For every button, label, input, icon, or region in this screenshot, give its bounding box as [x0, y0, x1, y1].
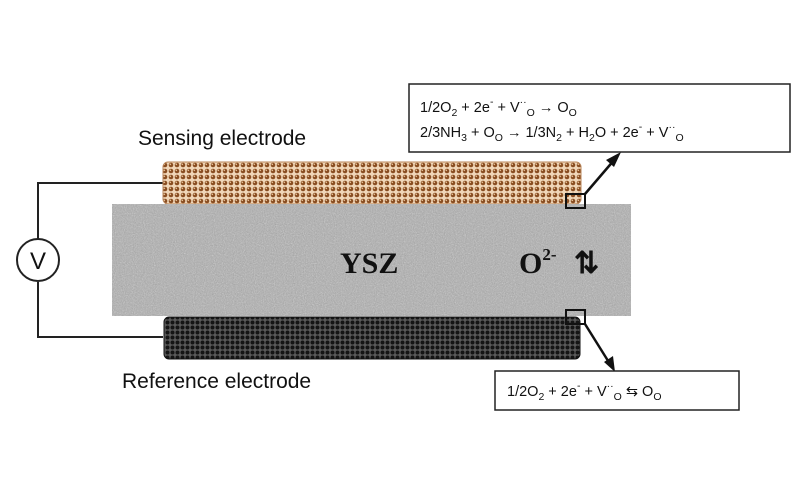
reference-reactions: 1/2O2 + 2e- + V··O ⇆ OO: [507, 380, 661, 403]
ion-migration-arrows: ⇅: [574, 247, 599, 280]
ion-base: O: [519, 247, 542, 280]
equation-part: ⇆ O: [622, 384, 654, 400]
equation-part: O: [653, 391, 661, 403]
equation-part: + 2e: [457, 100, 490, 116]
equation-part: O + 2e: [595, 125, 639, 141]
equation-part: + V: [493, 100, 520, 116]
sensing-reactions: 1/2O2 + 2e- + V··O → OO2/3NH3 + OO → 1/3…: [420, 96, 684, 144]
electrolyte-label: YSZ: [340, 247, 398, 280]
equation-part: O: [495, 132, 503, 144]
sensing-electrode: [162, 161, 582, 205]
reference-reaction-1: 1/2O2 + 2e- + V··O ⇆ OO: [507, 380, 661, 403]
equation-part: 2: [589, 132, 595, 144]
equation-part: ··: [520, 96, 527, 108]
reference-callout-arrowhead: [604, 356, 615, 372]
equation-part: + O: [467, 125, 495, 141]
circuit-wires: [37, 182, 163, 338]
equation-part: → O: [535, 100, 569, 116]
equation-part: + V: [642, 125, 669, 141]
sensing-interface-marker: [565, 193, 586, 209]
equation-part: O: [569, 107, 577, 119]
equation-part: 1/2O: [507, 384, 538, 400]
equation-part: + 2e: [544, 384, 577, 400]
callout-arrows: [583, 152, 621, 372]
equation-part: 3: [461, 132, 467, 144]
sensing-reaction-2: 2/3NH3 + OO → 1/3N2 + H2O + 2e- + V··O: [420, 121, 684, 144]
equation-part: → 1/3N: [503, 125, 556, 141]
equation-part: + H: [562, 125, 589, 141]
sensing-reaction-1: 1/2O2 + 2e- + V··O → OO: [420, 96, 577, 119]
reference-electrode-label: Reference electrode: [122, 370, 311, 393]
equation-part: 2: [538, 391, 544, 403]
ysz-electrolyte: [112, 204, 631, 316]
equation-part: 1/2O: [420, 100, 451, 116]
equation-part: O: [675, 132, 683, 144]
sensing-reaction-box: [408, 83, 791, 153]
equation-part: ··: [607, 380, 614, 392]
equation-part: -: [490, 96, 494, 108]
equation-part: 2: [556, 132, 562, 144]
sensing-callout-arrowhead: [606, 152, 621, 167]
svg-text:O2-: O2-: [519, 245, 557, 280]
equation-part: ··: [668, 121, 675, 133]
sensing-callout-arrow: [584, 158, 616, 195]
equation-part: 2: [451, 107, 457, 119]
equation-part: -: [639, 121, 643, 133]
reference-reaction-box: [494, 370, 740, 411]
reference-callout-arrow: [583, 323, 612, 365]
equation-part: 2/3NH: [420, 125, 461, 141]
oxide-ion-label: O2- ⇅: [519, 245, 599, 280]
equation-part: -: [577, 380, 581, 392]
voltmeter: V: [16, 238, 60, 282]
equation-part: + V: [580, 384, 607, 400]
reference-electrode: [163, 316, 581, 360]
wire-to-reference-electrode: [37, 282, 163, 338]
voltmeter-label: V: [30, 248, 46, 275]
equation-part: O: [527, 107, 535, 119]
equation-part: O: [614, 391, 622, 403]
reference-interface-marker: [565, 309, 586, 325]
sensing-electrode-label: Sensing electrode: [138, 127, 306, 150]
ion-charge: 2-: [542, 245, 557, 264]
wire-to-sensing-electrode: [37, 182, 163, 239]
voltmeter-circle: [16, 238, 60, 282]
